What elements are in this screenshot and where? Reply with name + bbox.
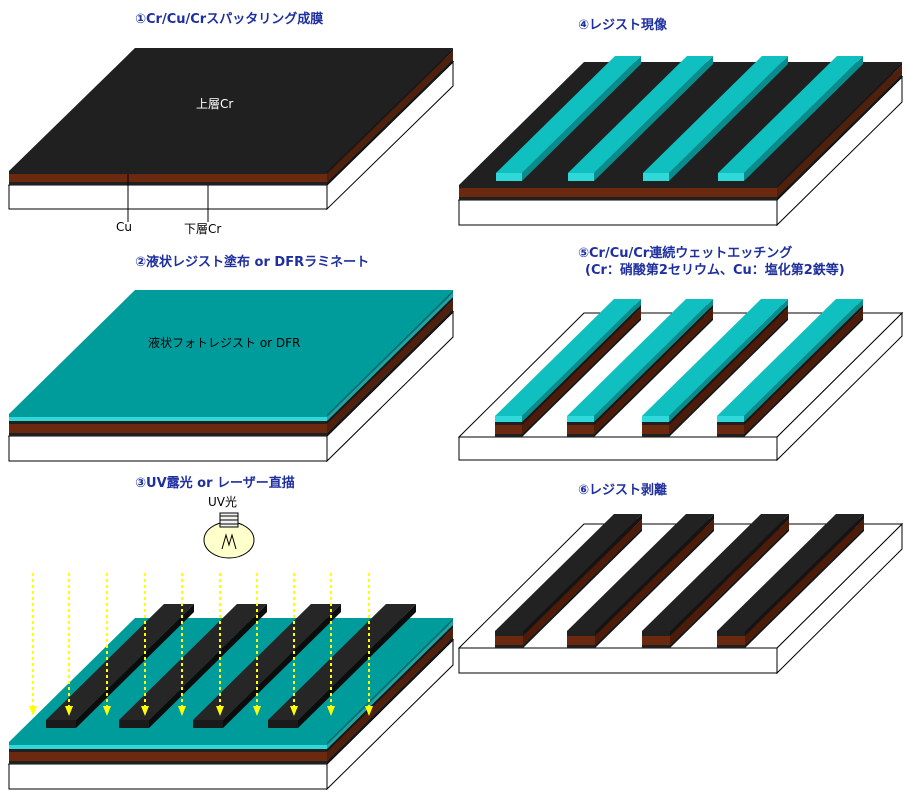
photomask-bar-2	[119, 604, 267, 728]
top-cr-layer	[459, 62, 902, 188]
uv-ray-9	[327, 573, 335, 716]
resist-layer	[9, 290, 453, 417]
uv-ray-5	[178, 573, 186, 716]
top-cr-layer	[9, 48, 453, 174]
step-1-title: ①Cr/Cu/Crスパッタリング成膜	[135, 12, 324, 27]
step-3-diagram	[7, 512, 455, 791]
step-2-title: ②液状レジスト塗布 or DFRラミネート	[135, 255, 370, 270]
step-4-title: ④レジスト現像	[578, 18, 668, 33]
cu-label: Cu	[116, 220, 132, 234]
top-cr-strip-3	[642, 514, 789, 636]
step-5-diagram	[457, 299, 904, 462]
uv-ray-6	[216, 573, 224, 716]
light-bulb-icon	[203, 512, 255, 559]
resist-strip-3	[642, 299, 788, 422]
resist-strip-2	[568, 56, 713, 181]
resist-strip-4	[717, 299, 863, 422]
step-5-title: ⑤Cr/Cu/Cr連続ウェットエッチング	[578, 246, 793, 261]
photomask-bar-4	[268, 604, 416, 728]
uv-ray-2	[65, 573, 73, 716]
step-2-diagram	[7, 290, 455, 463]
top-cr-strip-2	[567, 514, 714, 636]
top-cr-label: 上層Cr	[196, 97, 234, 111]
photomask-bar-3	[193, 604, 341, 728]
top-cr-strip-4	[717, 514, 864, 636]
resist-strip-2	[567, 299, 713, 422]
uv-ray-8	[290, 573, 298, 716]
step-1-diagram	[7, 48, 455, 222]
resist-strip-4	[718, 56, 863, 181]
uv-ray-4	[141, 573, 149, 716]
step-4-diagram	[457, 56, 904, 227]
uv-label: UV光	[208, 495, 237, 509]
resist-strip-3	[643, 56, 788, 181]
step-5-subtitle: (Cr：硝酸第2セリウム、Cu：塩化第2鉄等)	[585, 263, 845, 278]
bulb-filament	[221, 533, 237, 550]
step-6-diagram	[457, 514, 904, 675]
resist-strip-1	[496, 56, 641, 181]
step-3-title: ③UV露光 or レーザー直描	[135, 476, 295, 491]
uv-ray-1	[29, 573, 37, 716]
uv-ray-10	[365, 573, 373, 716]
resist-strip-1	[495, 299, 641, 422]
resist-label: 液状フォトレジスト or DFR	[148, 336, 301, 350]
uv-ray-7	[253, 573, 261, 716]
step-6-title: ⑥レジスト剥離	[578, 483, 668, 498]
bottom-cr-label: 下層Cr	[184, 222, 222, 236]
uv-ray-3	[103, 573, 111, 716]
photomask-bar-1	[46, 604, 194, 728]
top-cr-strip-1	[495, 514, 642, 636]
glass-substrate	[457, 522, 904, 675]
